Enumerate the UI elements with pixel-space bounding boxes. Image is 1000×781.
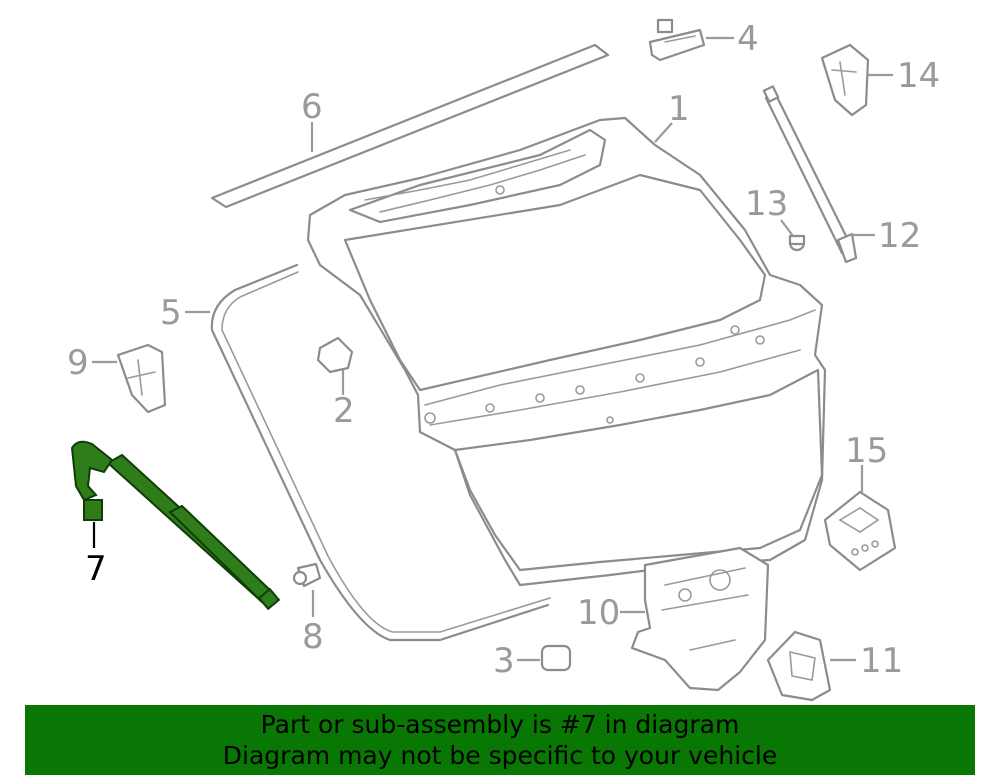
push-pin-part-8 <box>292 562 322 588</box>
callout-8: 8 <box>302 617 324 657</box>
bumper-stop-part-3 <box>540 644 572 672</box>
callout-14: 14 <box>897 56 940 96</box>
liftgate-panel-part <box>306 116 827 587</box>
callout-3: 3 <box>493 641 515 681</box>
banner-line-2: Diagram may not be specific to your vehi… <box>222 741 778 770</box>
gas-strut-part-12 <box>762 85 858 264</box>
callout-15: 15 <box>845 431 888 471</box>
callout-9: 9 <box>67 343 89 383</box>
leader-lines <box>92 36 893 662</box>
banner-line-1: Part or sub-assembly is #7 in diagram <box>260 710 740 739</box>
callout-11: 11 <box>860 641 903 681</box>
callout-10: 10 <box>577 593 620 633</box>
callout-4: 4 <box>737 19 759 59</box>
callout-6: 6 <box>301 87 323 127</box>
fastener-part-13 <box>788 234 806 252</box>
weatherstrip-part <box>210 263 551 642</box>
callout-12: 12 <box>878 216 921 256</box>
callout-1: 1 <box>668 89 690 129</box>
molding-strip-part <box>210 43 610 209</box>
info-banner: Part or sub-assembly is #7 in diagram Di… <box>25 705 975 775</box>
callout-13: 13 <box>745 184 788 224</box>
bracket-part-2 <box>316 336 354 374</box>
callout-7: 7 <box>85 549 107 589</box>
hinge-part-9 <box>116 343 167 414</box>
latch-part-10 <box>630 546 770 692</box>
gas-strut-part-7-highlighted <box>70 440 281 611</box>
striker-part-11 <box>766 630 832 702</box>
control-module-part-15 <box>823 490 897 572</box>
clip-part-4 <box>648 18 706 62</box>
hinge-part-14 <box>820 43 870 117</box>
callout-5: 5 <box>160 293 182 333</box>
callout-2: 2 <box>333 391 355 431</box>
callout-labels: 1 2 3 4 5 6 7 8 9 10 11 12 13 14 15 <box>67 19 940 681</box>
